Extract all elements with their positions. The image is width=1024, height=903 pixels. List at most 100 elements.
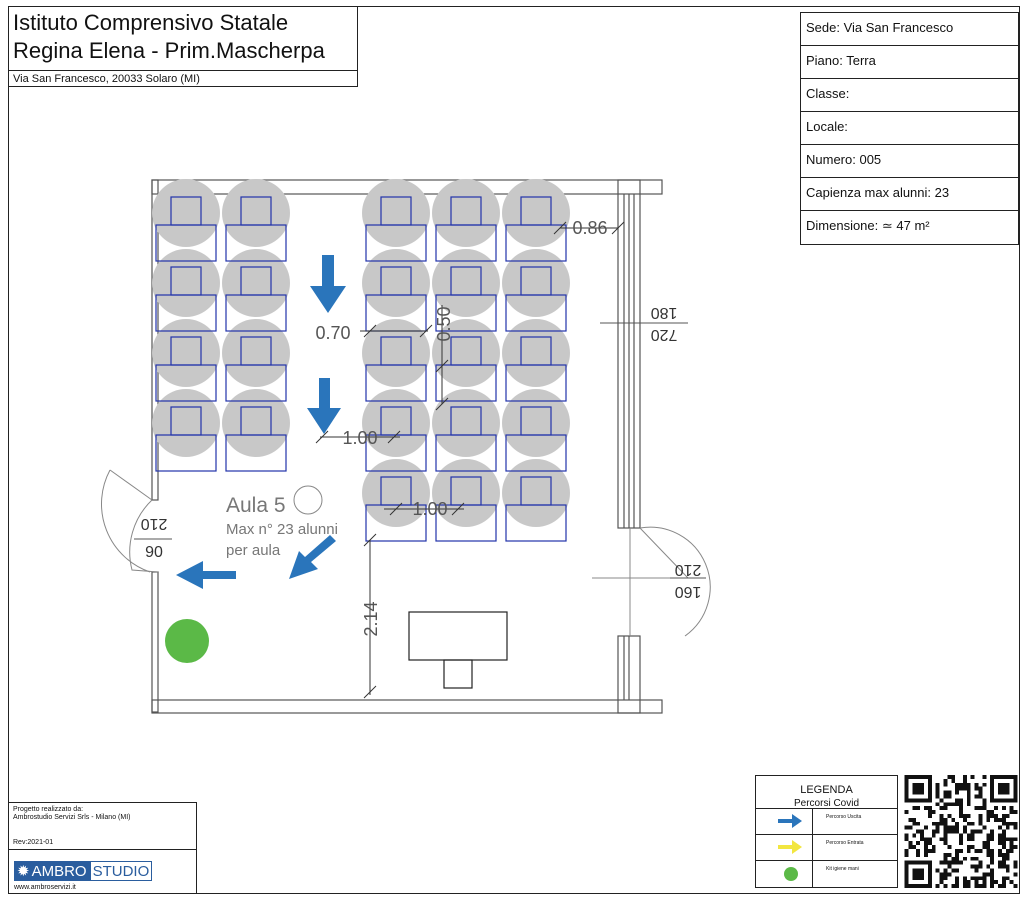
exit-arrow-down-1	[310, 255, 346, 313]
student-desk	[435, 504, 497, 542]
hand-hygiene-kit-icon	[165, 619, 209, 663]
student-desk	[155, 364, 217, 402]
student-desk	[435, 294, 497, 332]
qr-code-icon[interactable]	[903, 775, 1019, 888]
exit-arrow-down-2	[307, 378, 341, 434]
distancing-circle	[502, 389, 570, 457]
teacher-desk	[408, 611, 508, 689]
title-block: Istituto Comprensivo Statale Regina Elen…	[8, 6, 358, 87]
distancing-circle	[432, 459, 500, 527]
room-info-table: Sede: Via San Francesco Piano: Terra Cla…	[800, 12, 1019, 245]
distancing-circle	[222, 249, 290, 317]
logo-text-b: STUDIO	[89, 861, 153, 881]
student-desk	[365, 224, 427, 262]
distancing-circle	[152, 249, 220, 317]
legend-exit-label: Percorso Uscita	[826, 814, 862, 820]
exit-arrow-diagonal	[289, 535, 336, 579]
exit-route-arrows	[176, 255, 346, 589]
distancing-circle	[502, 179, 570, 247]
distancing-circle	[432, 179, 500, 247]
distancing-circle	[222, 389, 290, 457]
legend-title: LEGENDA	[800, 784, 853, 796]
legend-hygiene-label: Kit igiene mani	[826, 866, 859, 872]
student-desk	[505, 504, 567, 542]
left-door-top-label: 210	[141, 515, 168, 532]
student-desk	[155, 294, 217, 332]
distancing-circle	[362, 389, 430, 457]
student-desk	[505, 294, 567, 332]
right-door-top-label: 210	[675, 561, 702, 578]
student-desk	[365, 364, 427, 402]
room-name: Aula 5	[226, 494, 286, 517]
legend-subtitle: Percorsi Covid	[793, 798, 860, 809]
distancing-circle	[362, 459, 430, 527]
blue-arrow-icon	[778, 814, 802, 828]
distancing-circle	[222, 319, 290, 387]
dim-0-50: 0.50	[434, 306, 454, 341]
distancing-circle	[362, 319, 430, 387]
revision: Rev:2021-01	[13, 839, 54, 846]
distancing-circle	[362, 179, 430, 247]
company-logo: ✹AMBRO STUDIO	[14, 861, 153, 881]
distancing-circle	[432, 389, 500, 457]
info-classe: Classe:	[801, 79, 1018, 112]
green-dot-icon	[784, 867, 798, 881]
credit-line1: Progetto realizzato da:	[13, 806, 84, 813]
school-address: Via San Francesco, 20033 Solaro (MI)	[13, 73, 200, 85]
right-door-bottom-label: 160	[675, 583, 702, 600]
student-desk	[505, 434, 567, 472]
dim-0-86: 0.86	[572, 218, 607, 238]
info-capienza: Capienza max alunni: 23	[801, 178, 1018, 211]
title-divider	[9, 70, 357, 71]
legend-entry-label: Percorso Entrata	[826, 840, 864, 846]
distancing-circle	[152, 179, 220, 247]
dim-2-14: 2.14	[361, 601, 381, 636]
info-numero: Numero: 005	[801, 145, 1018, 178]
yellow-arrow-icon	[778, 840, 802, 854]
credit-divider	[9, 849, 196, 850]
school-branch: Regina Elena - Prim.Mascherpa	[13, 38, 325, 63]
dim-1-00-b: 1.00	[412, 499, 447, 519]
dim-1-00-a: 1.00	[342, 428, 377, 448]
info-locale: Locale:	[801, 112, 1018, 145]
distancing-circle	[222, 179, 290, 247]
distancing-circle	[432, 249, 500, 317]
company-website: www.ambroservizi.it	[14, 884, 76, 891]
student-desk	[435, 224, 497, 262]
left-door	[101, 469, 159, 573]
window-bottom-label: 720	[651, 326, 678, 343]
room-capacity-line2: per aula	[226, 542, 281, 559]
room-capacity-line1: Max n° 23 alunni	[226, 521, 338, 538]
legend: LEGENDA Percorsi Covid Percorso Uscita P…	[755, 775, 898, 888]
info-dimensione: Dimensione: ≃ 47 m²	[806, 218, 930, 233]
student-desk	[225, 434, 287, 472]
student-desk	[435, 364, 497, 402]
room-label-marker	[293, 485, 323, 515]
drawing-sheet	[8, 6, 1020, 894]
student-desk	[155, 224, 217, 262]
legend-row-exit: Percorso Uscita	[756, 808, 897, 835]
school-name: Istituto Comprensivo Statale	[13, 10, 289, 35]
distancing-circles	[152, 179, 570, 527]
legend-row-entry: Percorso Entrata	[756, 834, 897, 861]
student-desks	[155, 196, 567, 542]
student-desk	[155, 434, 217, 472]
left-door-bottom-label: 90	[145, 544, 163, 561]
window-top-label: 180	[651, 304, 678, 321]
dimension-lines	[315, 221, 625, 699]
distancing-circle	[152, 319, 220, 387]
legend-row-hygiene: Kit igiene mani	[756, 860, 897, 887]
exit-arrow-left	[176, 561, 236, 589]
logo-text-a: AMBRO	[31, 862, 87, 880]
student-desk	[225, 364, 287, 402]
credit-block: Progetto realizzato da: Ambrostudio Serv…	[8, 802, 197, 894]
student-desk	[505, 364, 567, 402]
distancing-circle	[502, 319, 570, 387]
distancing-circle	[502, 459, 570, 527]
sun-icon: ✹	[17, 863, 30, 880]
distancing-circle	[362, 249, 430, 317]
distancing-circle	[502, 249, 570, 317]
student-desk	[225, 294, 287, 332]
student-desk	[365, 504, 427, 542]
